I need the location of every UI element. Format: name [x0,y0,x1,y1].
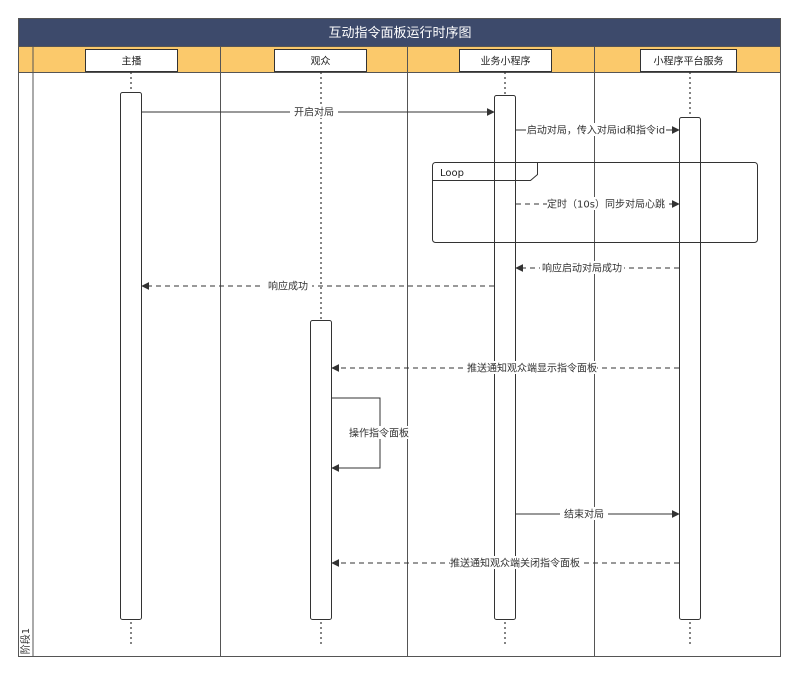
activation-bar-miniapp [494,95,516,620]
participant-box-anchor [85,49,178,72]
message-label-bg [290,105,338,118]
participant-audience: 观众 [274,49,367,645]
message-label: 推送通知观众端关闭指令面板 [450,557,580,570]
message-label-bg [348,426,410,439]
message-label-bg [540,261,624,274]
message-end-game: 结束对局 [516,507,680,521]
message-label: 结束对局 [564,508,604,521]
message-label-bg [547,197,665,210]
message-push-show-panel: 推送通知观众端显示指令面板 [331,361,679,375]
stage-label: 阶段1 [19,628,32,654]
participant-box-audience [274,49,367,72]
message-label: 定时（10s）同步对局心跳 [547,198,665,211]
message-start-game: 开启对局 [142,105,495,119]
message-response-success: 响应成功 [141,279,494,293]
diagram-title: 互动指令面板运行时序图 [328,26,471,41]
message-label: 响应启动对局成功 [542,262,622,275]
loop-frame: Loop [432,162,758,243]
participant-label-anchor: 主播 [122,55,142,68]
loop-label-tab [432,162,538,181]
loop-label: Loop [440,168,464,179]
message-label-bg [560,507,608,520]
message-label-bg [467,361,597,374]
message-label: 响应成功 [268,280,308,293]
message-operate-panel: 操作指令面板 [331,397,410,472]
participant-box-platform [640,49,737,72]
message-heartbeat: 定时（10s）同步对局心跳 [516,197,680,211]
loop-box [432,162,758,243]
message-label-bg [264,279,312,292]
message-label: 推送通知观众端显示指令面板 [467,362,597,375]
message-push-close-panel: 推送通知观众端关闭指令面板 [331,556,679,570]
message-launch-game: 启动对局，传入对局id和指令id [516,123,680,137]
message-label: 启动对局，传入对局id和指令id [527,124,665,137]
participant-box-miniapp [459,49,552,72]
activation-bar-anchor [120,92,142,620]
activation-bar-audience [310,320,332,620]
message-label-bg [450,556,580,569]
title-bar [18,18,781,47]
participant-label-platform: 小程序平台服务 [654,55,724,68]
message-launch-response: 响应启动对局成功 [515,261,679,275]
message-label-bg [526,123,666,136]
participant-label-miniapp: 业务小程序 [481,55,531,68]
activation-bar-platform [679,117,701,620]
message-label: 操作指令面板 [349,427,409,440]
message-label: 开启对局 [294,106,334,119]
participant-label-audience: 观众 [311,56,331,68]
